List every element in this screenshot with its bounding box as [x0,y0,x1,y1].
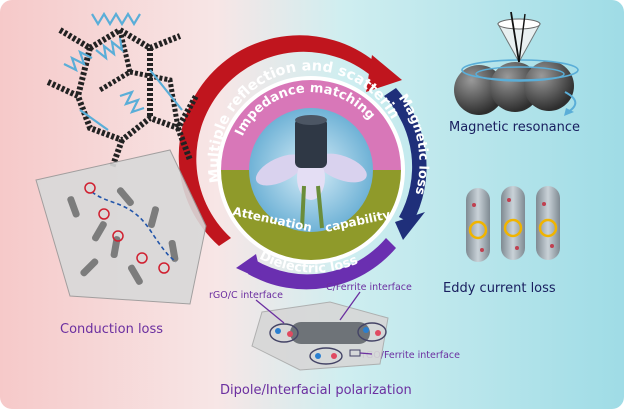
scattering-wave-arrows [63,11,183,131]
current-loop [538,218,558,238]
rod [501,186,525,260]
flower-illustration [255,115,367,229]
carbon-rod [290,322,370,344]
central-ring [178,35,427,290]
graphene-sheet [35,149,207,305]
rod [536,186,560,260]
label-magnetic-resonance: Magnetic resonance [449,120,580,135]
ring-segment-magnetic [384,88,427,224]
conduction-illustration [35,149,207,305]
label-rgo-c-interface: rGO/C interface [209,290,283,301]
sphere [524,61,574,111]
label-c-ferrite-interface: C/Ferrite interface [326,282,412,293]
ring-segment-reflection [178,35,380,247]
ring-segment-dielectric [248,238,396,290]
label-conduction-loss: Conduction loss [60,322,163,337]
foam-sample [295,118,327,168]
current-loop [468,220,488,240]
graphene-network-illustration [46,26,199,170]
label-polarization: Dipole/Interfacial polarization [220,383,412,398]
label-rgo-ferrite-interface: rGO/Ferrite interface [362,350,460,361]
ring-arrowhead-red [366,55,402,92]
polarization-illustration [251,291,389,371]
current-loop [503,218,523,238]
ring-arrowhead-purple [236,254,262,280]
sphere [454,65,504,115]
spin-vector [510,11,520,63]
rod [466,188,490,262]
eddy-current-illustration [466,186,560,262]
magnetic-resonance-illustration [454,11,579,116]
ring-arrowhead-navy [395,212,425,240]
label-eddy-current-loss: Eddy current loss [443,281,556,296]
